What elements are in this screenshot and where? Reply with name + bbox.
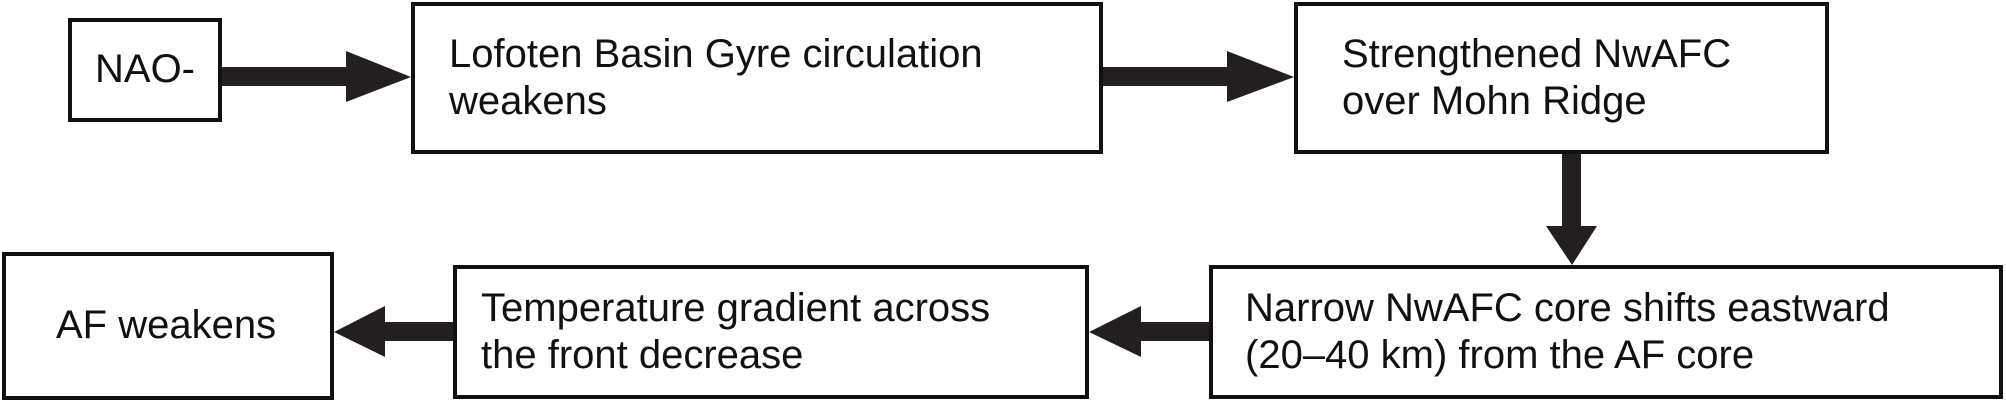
node-narrow-core-text: Narrow NwAFC core shifts eastward (20–40…	[1245, 285, 1890, 379]
node-temperature-gradient-line-1: Temperature gradient across	[481, 285, 991, 330]
arrow-gyre-to-nwafc	[1103, 51, 1294, 102]
arrow-nao-to-gyre	[222, 51, 411, 102]
arrow-gradient-to-af	[334, 306, 453, 357]
node-af-weakens-label: AF weakens	[56, 303, 277, 348]
arrow-nwafc-to-core	[1546, 154, 1597, 265]
node-nao: NAO-	[68, 18, 222, 122]
node-narrow-core-line-1: Narrow NwAFC core shifts eastward	[1245, 285, 1890, 330]
arrow-core-to-gradient	[1089, 306, 1209, 357]
node-lofoten-gyre-line-1: Lofoten Basin Gyre circulation	[449, 31, 983, 76]
node-af-weakens: AF weakens	[2, 252, 334, 400]
node-temperature-gradient-line-2: the front decrease	[481, 333, 804, 377]
node-narrow-core: Narrow NwAFC core shifts eastward (20–40…	[1209, 265, 2003, 399]
node-temperature-gradient: Temperature gradient across the front de…	[453, 265, 1089, 399]
node-narrow-core-line-2: (20–40 km) from the AF core	[1245, 333, 1755, 377]
node-nao-label: NAO-	[95, 47, 195, 92]
node-lofoten-gyre-text: Lofoten Basin Gyre circulation weakens	[449, 31, 983, 125]
node-strengthened-nwafc: Strengthened NwAFC over Mohn Ridge	[1294, 2, 1829, 154]
node-lofoten-gyre: Lofoten Basin Gyre circulation weakens	[411, 2, 1103, 154]
node-strengthened-nwafc-line-2: over Mohn Ridge	[1342, 79, 1647, 123]
node-strengthened-nwafc-text: Strengthened NwAFC over Mohn Ridge	[1342, 31, 1731, 125]
node-temperature-gradient-text: Temperature gradient across the front de…	[481, 285, 990, 379]
node-strengthened-nwafc-line-1: Strengthened NwAFC	[1342, 31, 1732, 76]
node-lofoten-gyre-line-2: weakens	[449, 79, 607, 123]
